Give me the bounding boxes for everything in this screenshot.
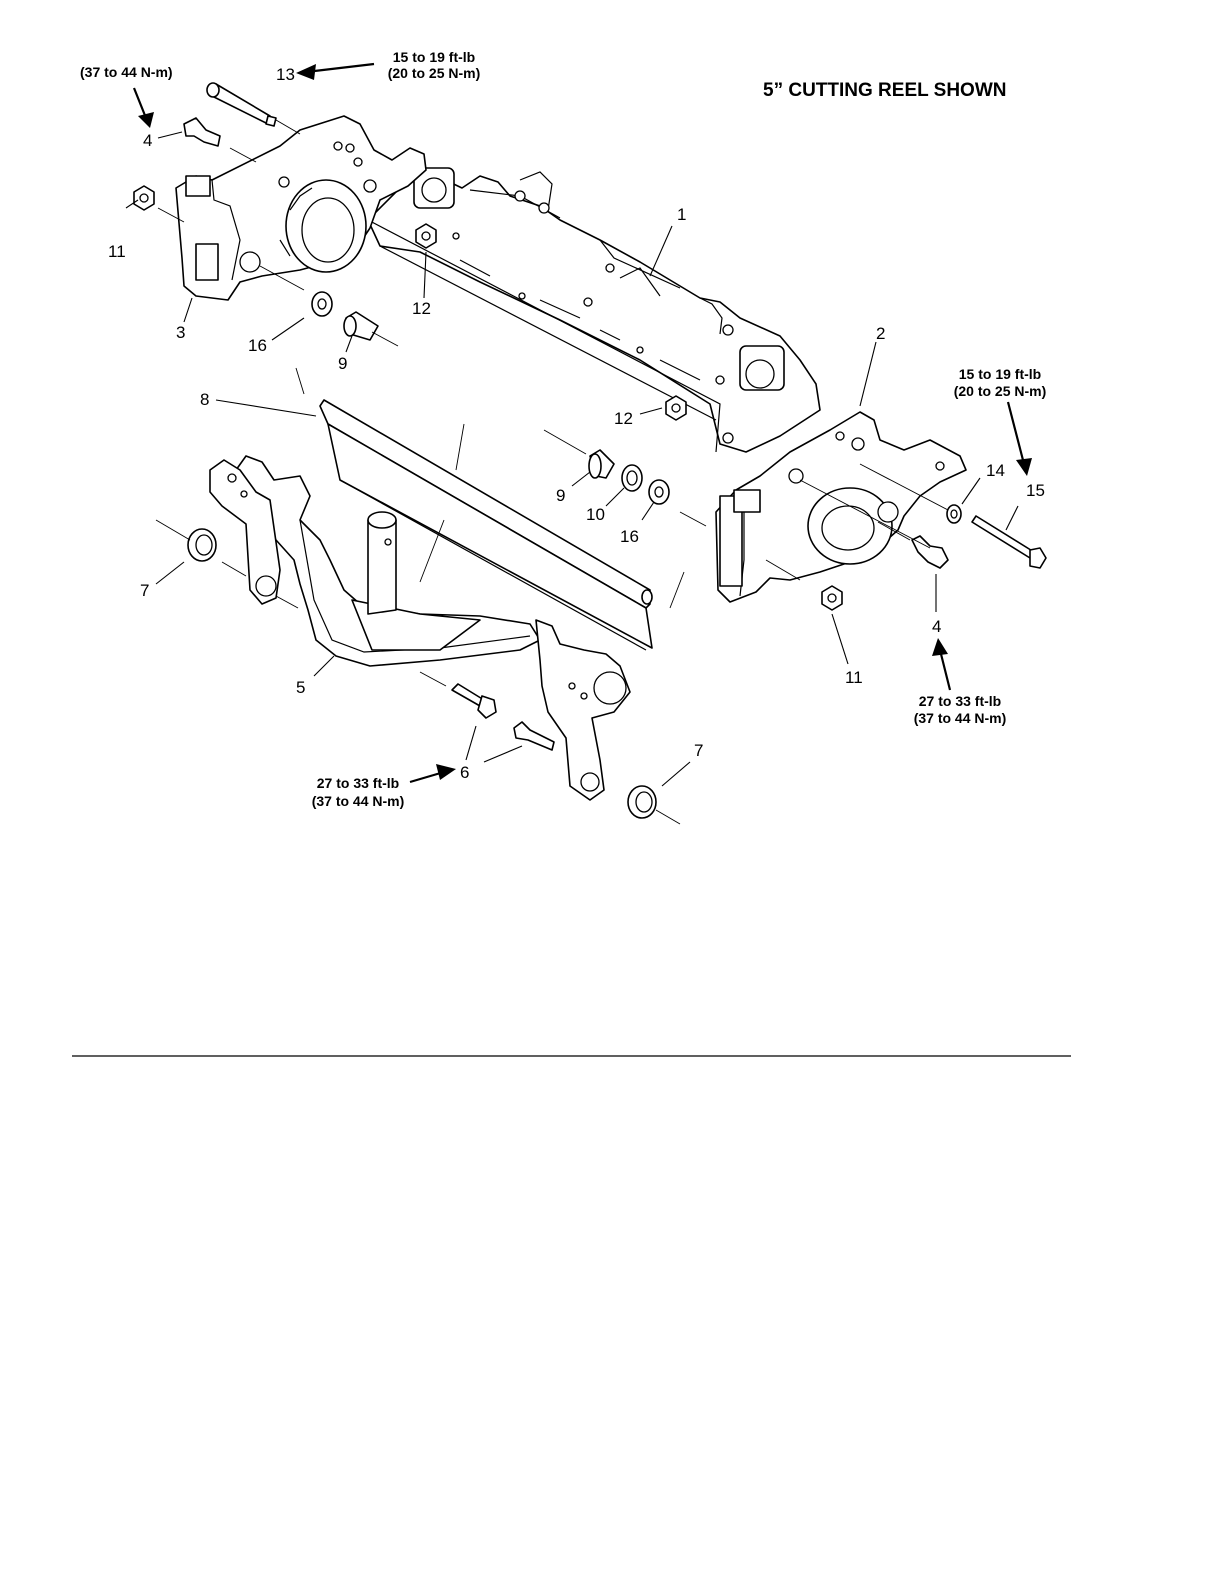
callout-12-left: 12 xyxy=(412,299,431,318)
part-9-spacer-left xyxy=(344,312,378,340)
part-14-washer xyxy=(947,505,961,523)
callout-15: 15 xyxy=(1026,481,1045,500)
torque-15-ftlb: 15 to 19 ft-lb xyxy=(959,366,1041,382)
callout-5: 5 xyxy=(296,678,305,697)
callout-3: 3 xyxy=(176,323,185,342)
torque-13-nm: (20 to 25 N-m) xyxy=(388,65,481,81)
part-12-nut-right xyxy=(666,396,686,420)
torque-15-nm: (20 to 25 N-m) xyxy=(954,383,1047,399)
callout-11-left: 11 xyxy=(108,242,126,261)
torque-6-nm: (37 to 44 N-m) xyxy=(312,793,405,809)
torque-6-ftlb: 27 to 33 ft-lb xyxy=(317,775,399,791)
callout-7-right: 7 xyxy=(694,741,703,760)
callout-12-right: 12 xyxy=(614,409,633,428)
part-10-washer xyxy=(622,465,642,491)
part-4-shoulder-bolt-right xyxy=(912,536,948,568)
part-12-nut-left xyxy=(416,224,436,248)
torque-arrow-4-left xyxy=(134,88,154,128)
torque-arrow-6 xyxy=(410,764,456,782)
part-7-bushing-right xyxy=(628,786,656,818)
part-11-nut-right xyxy=(822,586,842,610)
callout-11-right: 11 xyxy=(845,668,863,687)
torque-4-right-ftlb: 27 to 33 ft-lb xyxy=(919,693,1001,709)
callout-16-left: 16 xyxy=(248,336,267,355)
part-1-frame xyxy=(368,168,820,452)
part-4-shoulder-bolt-left xyxy=(184,118,220,146)
callout-1: 1 xyxy=(677,205,686,224)
part-16-washer-left xyxy=(312,292,332,316)
diagram-title: 5” CUTTING REEL SHOWN xyxy=(763,80,1007,101)
part-7-bushing-left xyxy=(188,529,216,561)
torque-arrow-15 xyxy=(1008,402,1032,476)
torque-4-left-nm: (37 to 44 N-m) xyxy=(80,64,173,80)
part-9-spacer-right xyxy=(589,450,614,478)
callout-2: 2 xyxy=(876,324,885,343)
torque-13-ftlb: 15 to 19 ft-lb xyxy=(393,49,475,65)
callout-9-right: 9 xyxy=(556,486,565,505)
callout-4-left: 4 xyxy=(143,131,152,150)
callout-7-left: 7 xyxy=(140,581,149,600)
torque-4-right-nm: (37 to 44 N-m) xyxy=(914,710,1007,726)
callout-16-right: 16 xyxy=(620,527,639,546)
callout-14: 14 xyxy=(986,461,1005,480)
callout-6: 6 xyxy=(460,763,469,782)
torque-arrow-4-right xyxy=(932,638,950,690)
part-11-nut-left xyxy=(134,186,154,210)
callout-8: 8 xyxy=(200,390,209,409)
callout-13: 13 xyxy=(276,65,295,84)
part-16-washer-right xyxy=(649,480,669,504)
callout-9-left: 9 xyxy=(338,354,347,373)
part-13-bolt xyxy=(207,83,276,126)
callout-4-right: 4 xyxy=(932,617,941,636)
callout-10: 10 xyxy=(586,505,605,524)
part-6-bolts xyxy=(452,684,554,750)
torque-arrow-13 xyxy=(296,64,374,80)
